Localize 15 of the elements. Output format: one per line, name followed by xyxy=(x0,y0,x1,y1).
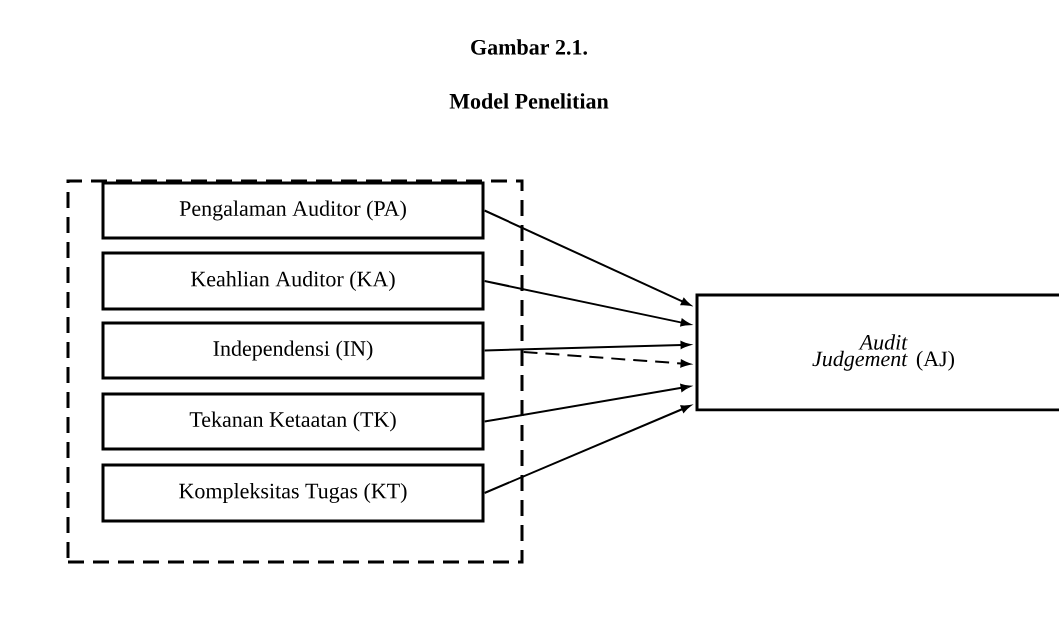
arrow xyxy=(483,384,691,423)
variable-box: Kompleksitas Tugas (KT) xyxy=(101,463,485,523)
dashed-group-box xyxy=(66,179,524,564)
variable-box: Independensi (IN) xyxy=(101,321,485,380)
variable-box: Tekanan Ketaatan (TK) xyxy=(101,392,485,451)
arrow xyxy=(483,209,691,306)
arrow xyxy=(483,280,691,327)
variable-box: Pengalaman Auditor (PA) xyxy=(101,181,485,240)
arrow xyxy=(522,351,691,368)
variable-box: Keahlian Auditor (KA) xyxy=(101,251,485,311)
arrow xyxy=(483,405,691,494)
figure-title: Gambar 2.1. xyxy=(471,39,587,55)
variable-box: Audit Judgement (AJ) xyxy=(695,293,1059,412)
arrow xyxy=(483,341,691,352)
figure-subtitle: Model Penelitian xyxy=(449,93,609,109)
